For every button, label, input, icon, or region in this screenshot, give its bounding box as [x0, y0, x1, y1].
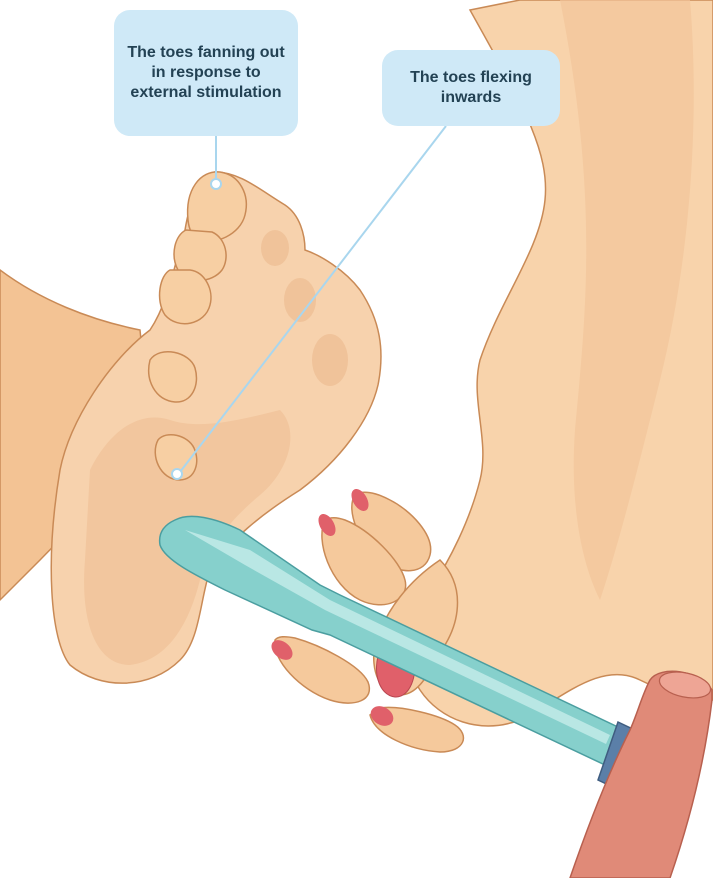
leader-dot-fanning [211, 179, 221, 189]
callout-toes-fanning-label: The toes fanning out in response to exte… [124, 43, 288, 103]
callout-toes-flexing: The toes flexing inwards [382, 50, 560, 126]
toe-three [160, 270, 211, 324]
callout-toes-fanning: The toes fanning out in response to exte… [114, 10, 298, 136]
toe-pad [312, 334, 348, 386]
leader-dot-flexing [172, 469, 182, 479]
toe-pad [261, 230, 289, 266]
callout-toes-flexing-label: The toes flexing inwards [392, 68, 550, 108]
hammer-head [570, 671, 712, 878]
